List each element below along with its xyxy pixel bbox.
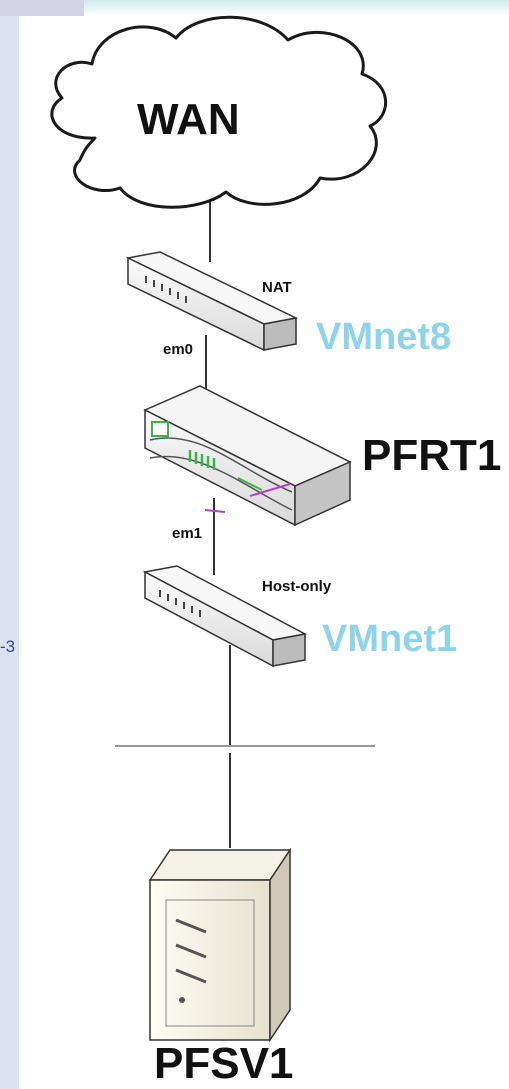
nat-switch-icon (125, 251, 299, 352)
wan-cloud-icon (50, 15, 387, 209)
pfrt1-router-icon (143, 385, 352, 527)
em0-interface-label: em0 (163, 341, 194, 358)
vmnet1-label: VMnet1 (322, 618, 458, 660)
pfrt1-label: PFRT1 (362, 431, 502, 480)
em1-interface-label: em1 (172, 525, 203, 542)
pfsv1-server-icon (148, 847, 292, 1043)
wan-label: WAN (137, 95, 240, 144)
edge-fragment-text: -3 (0, 637, 16, 656)
vmnet8-label: VMnet8 (316, 316, 452, 358)
host-only-switch-icon (142, 565, 308, 668)
nat-port-label: NAT (262, 279, 292, 296)
pfsv1-label: PFSV1 (154, 1039, 294, 1088)
host-only-port-label: Host-only (262, 578, 332, 595)
